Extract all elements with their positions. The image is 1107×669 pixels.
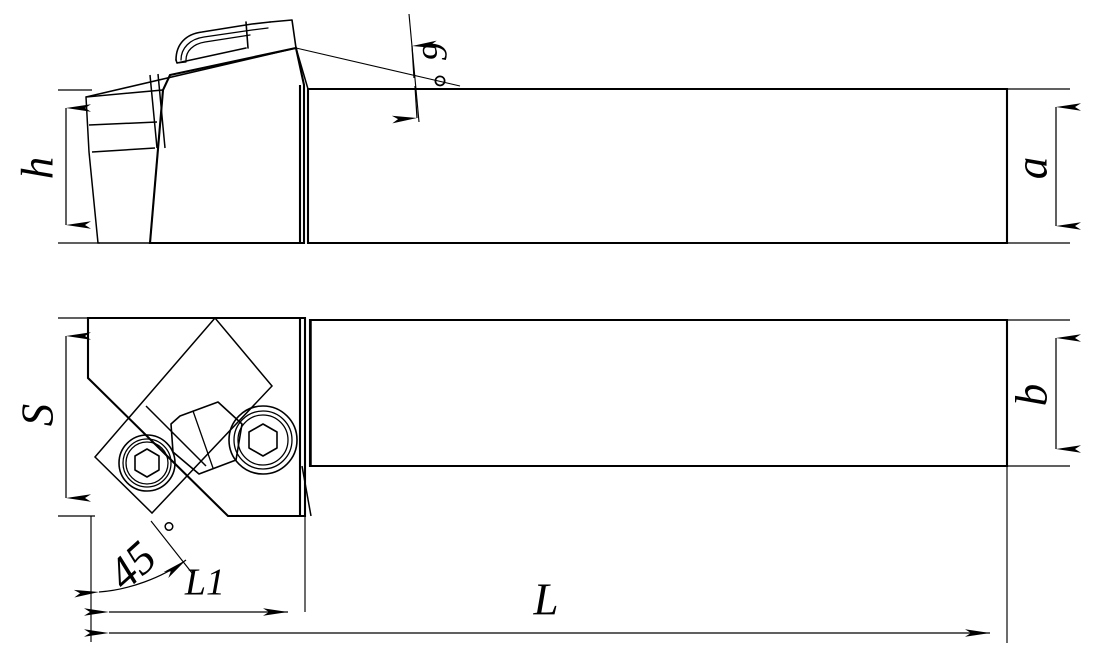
hex-socket-front [134,448,160,478]
dimension-b: b [1006,319,1081,467]
dimension-label-L: L [532,574,558,624]
shank-body-top [308,318,1009,468]
head-taper-line [301,465,312,517]
dimension-L: L [84,466,1008,643]
insert-pocket-edge [145,405,207,467]
dimension-label-a: a [1006,157,1056,180]
clamp-screw-rear [228,405,298,475]
cutting-insert-top [93,316,274,515]
angle-annotation-45deg: 45 ° [73,516,193,642]
angle-45-arc [73,559,187,598]
clamp-screw-front [118,434,176,492]
clamp-arm-top [170,401,243,475]
angle-9-dim-arrow-top [411,40,438,79]
insert-seat-right-edge [149,74,158,149]
insert-block-side [85,89,164,244]
dimension-S: S [12,317,305,517]
clamp-arm-side-inner2 [185,34,251,61]
clamp-arm-step [245,21,249,49]
dimension-L1: L1 [84,516,306,616]
dimension-label-h: h [12,157,62,180]
shank-body-side [306,87,1009,245]
angle-label-9: 9 [414,43,454,61]
clamp-arm-side-inner [180,27,269,61]
top-view: S b 45 ° L1 [12,316,1081,643]
hex-socket-rear [248,423,278,457]
angle-label-45: 45 [98,531,166,600]
insert-seat-right-edge2 [157,73,166,149]
angle-symbol-45: ° [162,516,174,549]
angle-9-dim-arrow-bottom [391,85,418,124]
clamp-arm-lower-edge [176,61,187,64]
clamp-arm-top-midline [192,410,214,469]
insert-block-lower-line [91,147,156,153]
dimension-h: h [12,89,100,244]
head-top-face-edge [295,47,309,90]
dimension-label-S: S [12,404,62,427]
angle-symbol-9: ° [426,75,466,89]
clamp-arm-side [175,21,271,61]
dimension-a: a [1006,88,1081,244]
insert-block-mid-line [88,121,158,126]
angle-9-horizontal-ref [295,47,461,87]
angle-annotation-9deg: 9 ° [295,13,466,124]
clamp-arm-body-side [269,19,297,49]
head-top-face [85,47,297,98]
side-view: h a 9 ° [12,13,1081,245]
dimension-label-L1: L1 [184,562,225,604]
dimension-label-b: b [1006,384,1056,407]
